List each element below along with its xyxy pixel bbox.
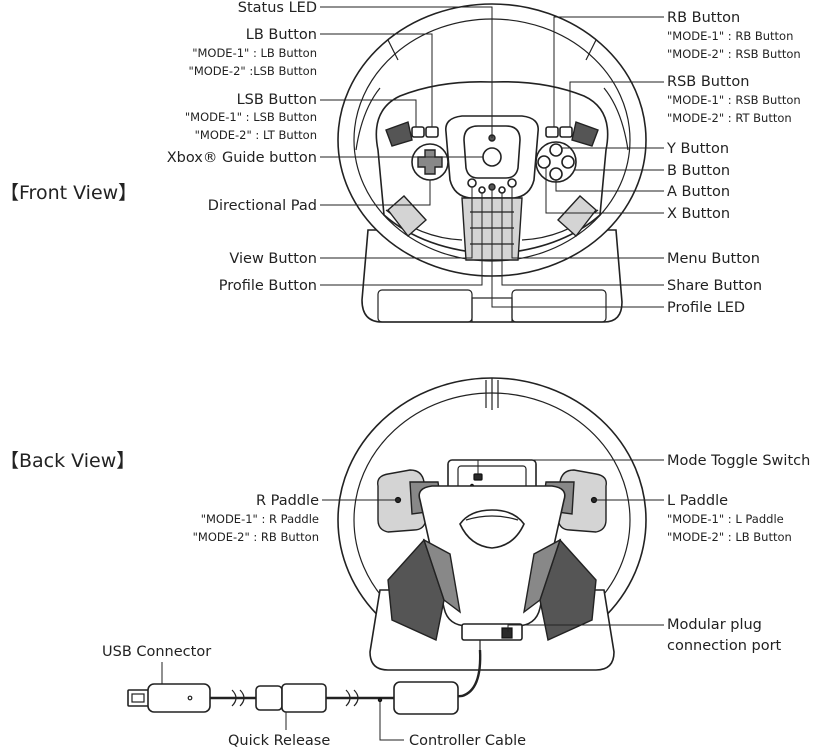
lsb-button-label: LSB Button bbox=[237, 92, 317, 108]
leader-lines bbox=[161, 6, 664, 741]
menu-button-label: Menu Button bbox=[667, 251, 760, 267]
front-view-title: 【Front View】 bbox=[0, 182, 137, 204]
rsb-mode2-label: "MODE-2" : RT Button bbox=[667, 111, 792, 125]
back-view-title: 【Back View】 bbox=[0, 450, 135, 472]
modular-port-label-line2: connection port bbox=[667, 638, 782, 654]
a-button-label: A Button bbox=[667, 184, 730, 200]
l-paddle-label: L Paddle bbox=[667, 493, 728, 509]
rsb-mode1-label: "MODE-1" : RSB Button bbox=[667, 93, 801, 107]
profile-led-label: Profile LED bbox=[667, 300, 745, 316]
usb-connector-label: USB Connector bbox=[102, 644, 211, 660]
l-paddle-mode1-label: "MODE-1" : L Paddle bbox=[667, 512, 784, 526]
l-paddle-mode2-label: "MODE-2" : LB Button bbox=[667, 530, 792, 544]
mode-toggle-label: Mode Toggle Switch bbox=[667, 453, 810, 469]
share-button-label: Share Button bbox=[667, 278, 762, 294]
r-paddle-label: R Paddle bbox=[256, 493, 319, 509]
rb-button-label: RB Button bbox=[667, 10, 740, 26]
rsb-button-label: RSB Button bbox=[667, 74, 749, 90]
x-button-label: X Button bbox=[667, 206, 730, 222]
lb-mode1-label: "MODE-1" : LB Button bbox=[192, 46, 317, 60]
lb-mode2-label: "MODE-2" :LSB Button bbox=[189, 64, 317, 78]
front-wheel-illustration bbox=[337, 3, 647, 323]
dpad-label: Directional Pad bbox=[208, 198, 317, 214]
y-button-label: Y Button bbox=[666, 141, 729, 157]
r-paddle-mode1-label: "MODE-1" : R Paddle bbox=[201, 512, 319, 526]
lb-button-label: LB Button bbox=[246, 27, 317, 43]
view-button-label: View Button bbox=[229, 251, 317, 267]
guide-button-label: Xbox® Guide button bbox=[167, 150, 317, 166]
rb-mode1-label: "MODE-1" : RB Button bbox=[667, 29, 793, 43]
modular-port-label-line1: Modular plug bbox=[667, 617, 762, 633]
r-paddle-mode2-label: "MODE-2" : RB Button bbox=[193, 530, 319, 544]
status-led-label: Status LED bbox=[238, 0, 317, 16]
rb-mode2-label: "MODE-2" : RSB Button bbox=[667, 47, 801, 61]
back-wheel-illustration bbox=[337, 377, 647, 671]
b-button-label: B Button bbox=[667, 163, 730, 179]
profile-button-label: Profile Button bbox=[219, 278, 317, 294]
lsb-mode2-label: "MODE-2" : LT Button bbox=[195, 128, 317, 142]
quick-release-label: Quick Release bbox=[228, 733, 330, 749]
controller-cable-illustration bbox=[127, 649, 482, 715]
lsb-mode1-label: "MODE-1" : LSB Button bbox=[185, 110, 317, 124]
controller-cable-label: Controller Cable bbox=[409, 733, 526, 749]
